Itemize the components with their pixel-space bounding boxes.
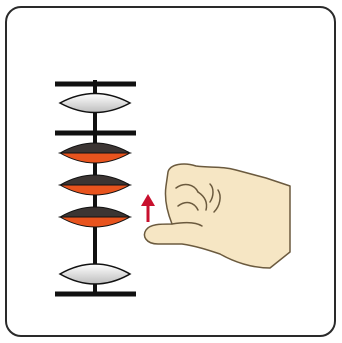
hand-icon (143, 163, 291, 269)
lower-bead-1 (58, 142, 132, 164)
lower-bead-4 (58, 263, 132, 285)
lower-bead-2 (58, 174, 132, 196)
upper-bead (58, 92, 132, 114)
lower-bead-3 (58, 206, 132, 228)
up-arrow-icon (141, 194, 155, 222)
